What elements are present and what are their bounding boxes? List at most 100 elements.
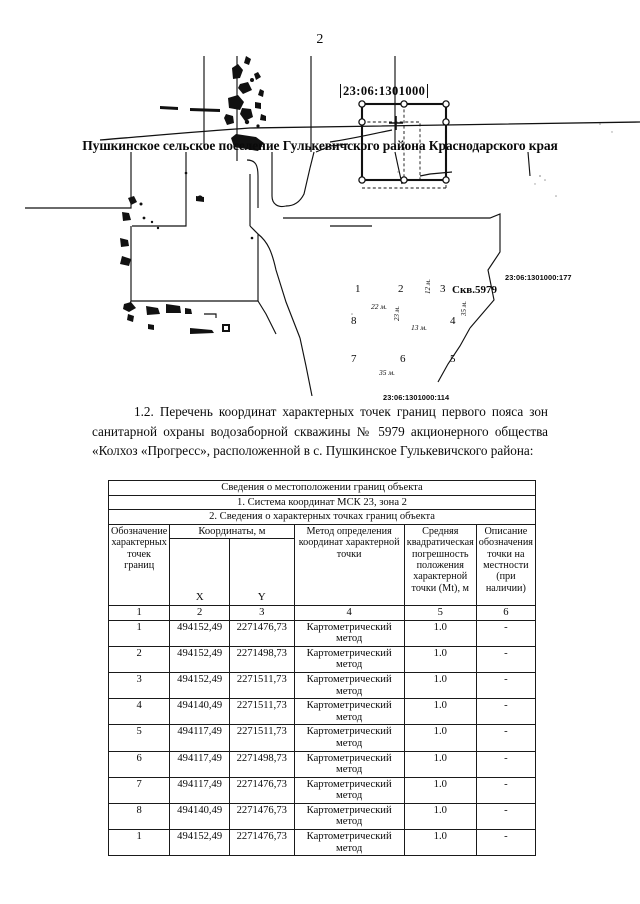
x-cell: 494152,49	[169, 829, 231, 857]
method-cell: Картометрический метод	[293, 619, 405, 647]
y-cell: 2271476,73	[229, 776, 295, 804]
dimension-bottom: 35 м.	[379, 368, 396, 377]
colnum-1: 1	[107, 604, 171, 621]
description-cell: -	[475, 619, 537, 647]
x-cell: 494140,49	[169, 698, 231, 726]
point-cell: 8	[107, 802, 171, 831]
x-cell: 494117,49	[169, 776, 231, 804]
description-cell: -	[475, 671, 537, 700]
colnum-5: 5	[403, 604, 477, 621]
cadastral-block-title: 23:06:1301000	[340, 84, 429, 99]
dimension-inner-horizontal: 13 м.	[411, 323, 428, 332]
header-y: Y	[229, 538, 295, 606]
description-cell: -	[475, 750, 537, 778]
zone-point-6: 6	[400, 353, 406, 365]
method-cell: Картометрический метод	[293, 724, 405, 752]
table-section-1: 1. Система координат МСК 23, зона 2	[108, 494, 536, 511]
table-section-2-row: 2. Сведения о характерных точках границ …	[108, 509, 536, 525]
description-cell: -	[475, 724, 537, 752]
y-cell: 2271498,73	[229, 645, 295, 673]
map-drawing	[25, 56, 640, 396]
well-label: Скв.5979	[452, 284, 497, 296]
point-cell: 6	[107, 750, 171, 778]
point-cell: 2	[107, 645, 171, 673]
dimension-inner-vertical-right: 12 м.	[424, 279, 432, 294]
header-y-label: Y	[257, 591, 266, 604]
point-cell: 5	[107, 724, 171, 752]
y-cell: 2271476,73	[229, 619, 295, 647]
parcel-label-177: 23:06:1301000:177	[505, 273, 572, 282]
coordinates-table-wrapper: Сведения о местоположении границ объекта…	[107, 480, 537, 857]
mt-cell: 1.0	[403, 724, 477, 752]
x-cell: 494140,49	[169, 802, 231, 831]
map-building-blobs	[120, 56, 266, 334]
y-cell: 2271511,73	[229, 724, 295, 752]
colnum-4: 4	[293, 604, 405, 621]
colnum-3: 3	[229, 604, 295, 621]
colnum-2: 2	[169, 604, 231, 621]
x-cell: 494152,49	[169, 645, 231, 673]
dimension-right-outer: 35 м.	[460, 301, 468, 316]
header-method: Метод определения координат характерной …	[293, 523, 405, 606]
mt-cell: 1.0	[403, 829, 477, 857]
header-x: X	[169, 538, 231, 606]
description-cell: -	[475, 829, 537, 857]
x-cell: 494152,49	[169, 619, 231, 647]
mt-cell: 1.0	[403, 645, 477, 673]
zone-point-7: 7	[351, 353, 357, 365]
table-header-row-xy: X Y	[109, 538, 536, 606]
table-column-number-row: 1 2 3 4 5 6	[107, 604, 537, 621]
zone-point-2: 2	[398, 283, 404, 295]
parcel-label-114: 23:06:1301000:114	[383, 393, 450, 402]
settlement-caption: Пушкинское сельское поселение Гулькевичс…	[82, 138, 558, 153]
x-cell: 494152,49	[169, 671, 231, 700]
zone-point-4: 4	[450, 315, 456, 327]
table-header-row: Обозначение характерных точек границ Коо…	[107, 523, 537, 606]
method-cell: Картометрический метод	[293, 750, 405, 778]
zone-point-1: 1	[355, 283, 361, 295]
protection-zone-diagram	[358, 100, 450, 189]
zone-point-3: 3	[440, 283, 446, 295]
header-coords-group: Координаты, м	[169, 523, 295, 540]
x-cell: 494117,49	[169, 724, 231, 752]
method-cell: Картометрический метод	[293, 698, 405, 726]
mt-cell: 1.0	[403, 802, 477, 831]
header-x-label: X	[195, 591, 204, 604]
y-cell: 2271498,73	[229, 750, 295, 778]
y-cell: 2271511,73	[229, 671, 295, 700]
zone-point-8: 8	[351, 315, 357, 327]
dimension-top: 22 м.	[371, 302, 388, 311]
map-noise-specks	[351, 123, 613, 315]
colnum-6: 6	[475, 604, 537, 621]
description-cell: -	[475, 776, 537, 804]
paragraph-1-2: 1.2. Перечень координат характерных точе…	[92, 404, 548, 458]
mt-cell: 1.0	[403, 619, 477, 647]
method-cell: Картометрический метод	[293, 645, 405, 673]
description-cell: -	[475, 645, 537, 673]
header-point-designation: Обозначение характерных точек границ	[107, 523, 171, 606]
mt-cell: 1.0	[403, 750, 477, 778]
zone-point-5: 5	[450, 353, 456, 365]
y-cell: 2271511,73	[229, 698, 295, 726]
point-cell: 4	[107, 698, 171, 726]
y-cell: 2271476,73	[229, 802, 295, 831]
mt-cell: 1.0	[403, 671, 477, 700]
table-section-2: 2. Сведения о характерных точках границ …	[108, 509, 536, 525]
y-cell: 2271476,73	[229, 829, 295, 857]
method-cell: Картометрический метод	[293, 802, 405, 831]
coordinates-table: Сведения о местоположении границ объекта…	[107, 480, 537, 857]
description-cell: -	[475, 698, 537, 726]
point-cell: 3	[107, 671, 171, 700]
mt-cell: 1.0	[403, 698, 477, 726]
